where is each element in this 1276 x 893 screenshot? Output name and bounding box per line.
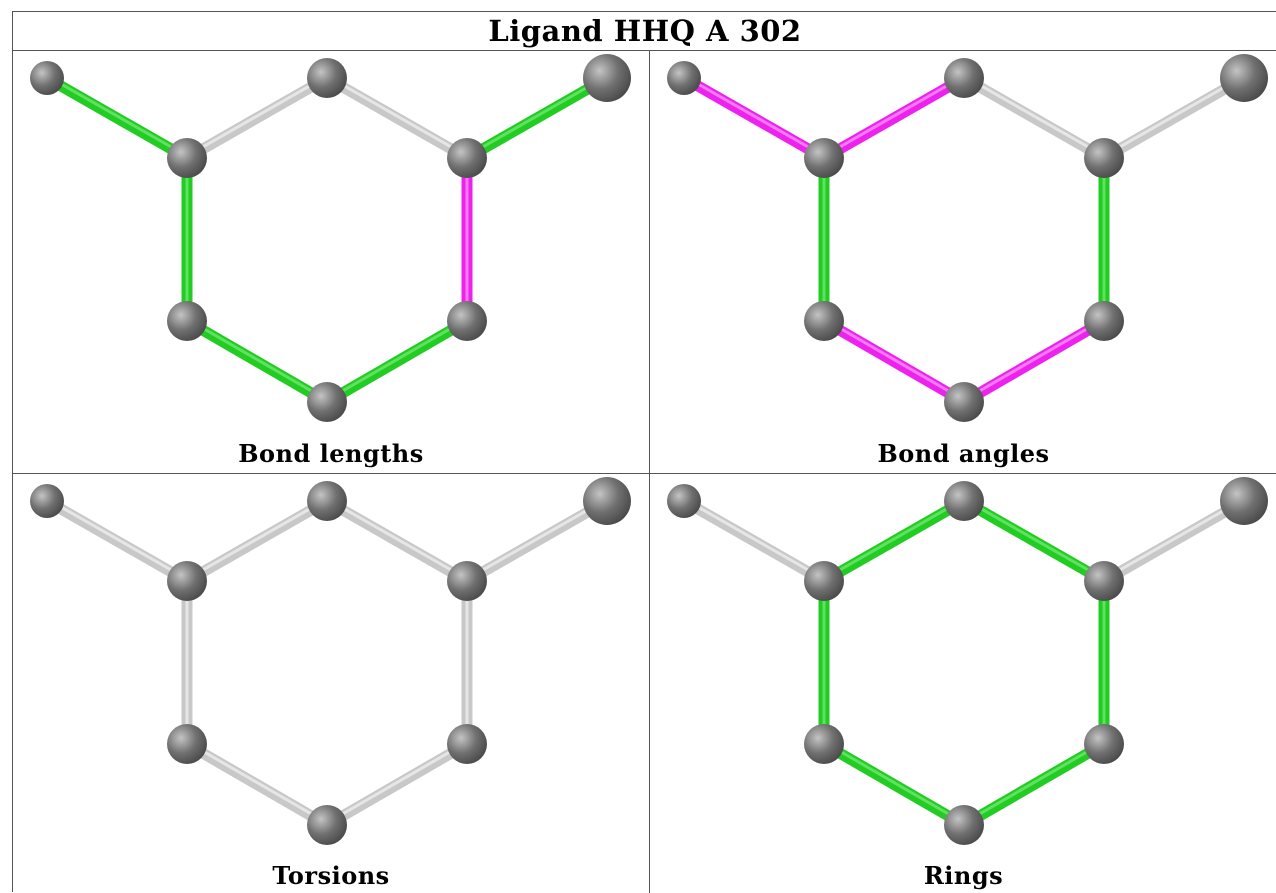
- bond-good: [818, 738, 970, 831]
- figure-frame: Ligand HHQ A 302 Bond lengths Bond angle…: [12, 11, 1276, 893]
- atom: [167, 561, 207, 601]
- grid-divider-horizontal: [13, 473, 1276, 474]
- title-row: Ligand HHQ A 302: [13, 12, 1276, 51]
- atom: [30, 484, 64, 518]
- panel-caption: Torsions: [272, 861, 390, 890]
- bond-good: [41, 72, 193, 164]
- atom: [944, 382, 984, 422]
- atom: [804, 138, 844, 178]
- bond-outlier: [818, 315, 970, 408]
- atom: [944, 58, 984, 98]
- atom: [667, 61, 701, 95]
- atom: [667, 484, 701, 518]
- bond-normal: [181, 72, 333, 164]
- molecule-rings: [667, 477, 1268, 845]
- bond-normal: [321, 738, 473, 831]
- atom: [583, 54, 631, 102]
- bond-normal: [1098, 72, 1250, 164]
- bond-good: [818, 495, 970, 587]
- bond-normal: [181, 495, 333, 587]
- bond-good: [181, 315, 333, 408]
- atom: [944, 805, 984, 845]
- bond-normal: [461, 495, 613, 587]
- bond-outlier: [818, 72, 970, 164]
- atom: [1220, 477, 1268, 525]
- atom: [167, 301, 207, 341]
- bond-outlier: [678, 72, 830, 164]
- atom: [1220, 54, 1268, 102]
- atom: [583, 477, 631, 525]
- bond-normal: [321, 495, 473, 587]
- atom: [1084, 301, 1124, 341]
- panel-caption: Bond lengths: [238, 439, 424, 468]
- atom: [1084, 138, 1124, 178]
- atom: [1084, 561, 1124, 601]
- atom: [447, 561, 487, 601]
- atom: [30, 61, 64, 95]
- bond-good: [321, 315, 473, 408]
- bond-normal: [958, 72, 1110, 164]
- bond-outlier: [958, 315, 1110, 408]
- molecule-torsions: [30, 477, 631, 845]
- atom: [307, 805, 347, 845]
- figure-title: Ligand HHQ A 302: [488, 14, 802, 48]
- atom: [804, 561, 844, 601]
- atom: [447, 301, 487, 341]
- atom: [307, 382, 347, 422]
- bond-good: [958, 495, 1110, 587]
- bond-normal: [321, 72, 473, 164]
- grid-divider-vertical: [649, 51, 650, 893]
- molecule-bond-angles: [667, 54, 1268, 422]
- bond-normal: [41, 495, 193, 587]
- panel-bond-lengths: Bond lengths: [13, 51, 649, 473]
- bond-normal: [678, 495, 830, 587]
- atom: [804, 724, 844, 764]
- panel-rings: Rings: [650, 474, 1276, 893]
- panel-bond-angles: Bond angles: [650, 51, 1276, 473]
- atom: [1084, 724, 1124, 764]
- bond-good: [461, 72, 613, 164]
- panel-caption: Bond angles: [877, 439, 1050, 468]
- panel-caption: Rings: [923, 861, 1004, 890]
- atom: [447, 724, 487, 764]
- atom: [447, 138, 487, 178]
- bond-normal: [1098, 495, 1250, 587]
- atom: [944, 481, 984, 521]
- atom: [307, 481, 347, 521]
- atom: [167, 724, 207, 764]
- bond-normal: [181, 738, 333, 831]
- atom: [167, 138, 207, 178]
- atom: [307, 58, 347, 98]
- atom: [804, 301, 844, 341]
- panel-torsions: Torsions: [13, 474, 649, 893]
- bond-good: [958, 738, 1110, 831]
- molecule-bond-lengths: [30, 54, 631, 422]
